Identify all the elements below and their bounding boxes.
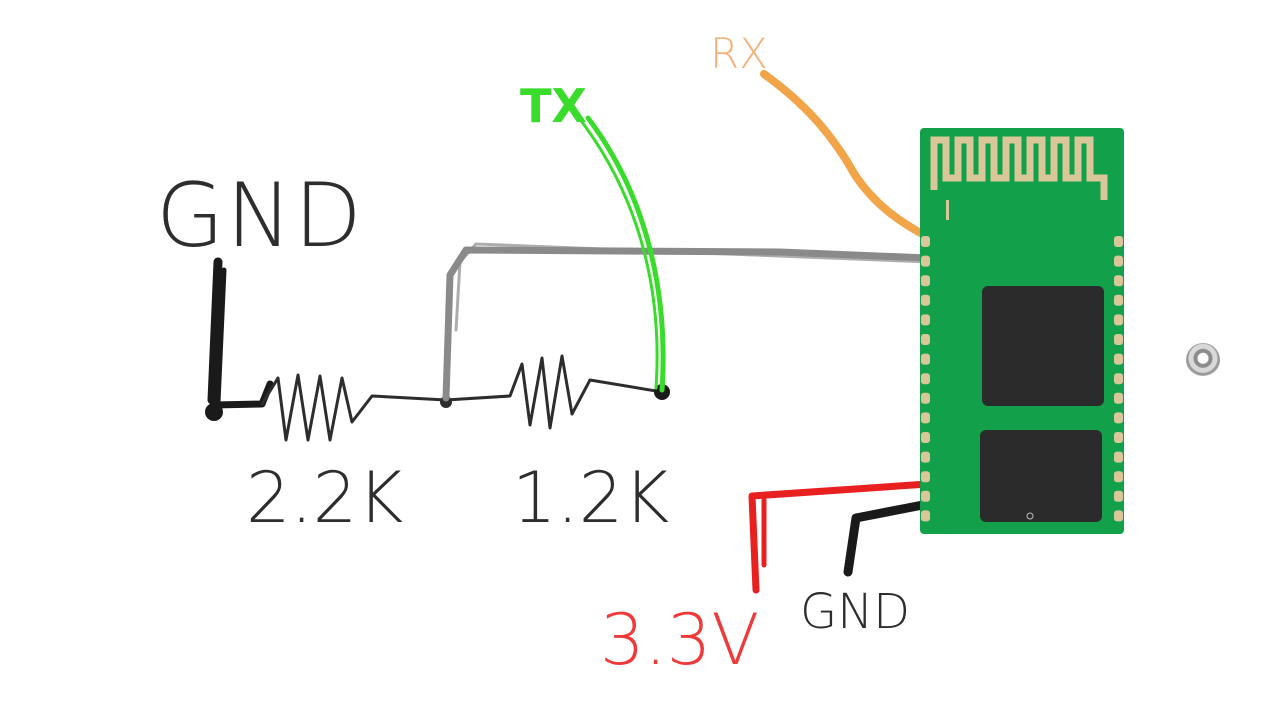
module-pad: [1114, 471, 1123, 483]
rx-wire: [760, 70, 930, 240]
gnd-wire-module: [843, 499, 933, 577]
module-pad: [921, 392, 930, 404]
module-pad: [1114, 432, 1123, 443]
label-r1: 2.2K: [246, 457, 403, 539]
module-pad: [921, 294, 930, 306]
module-pad: [921, 275, 930, 287]
module-pad: [1114, 236, 1123, 247]
antenna-feed: [946, 200, 949, 220]
module-pad: [921, 432, 930, 443]
resistor-1k2: [444, 354, 664, 430]
label-supply: 3.3V: [600, 599, 759, 681]
module-pad: [1114, 255, 1123, 267]
gray-wire: [442, 242, 932, 402]
module-pad: [1114, 334, 1123, 345]
module-pad: [921, 236, 930, 247]
module-pad: [921, 510, 930, 522]
antenna-trace: [930, 136, 1108, 200]
module-pads-left: [921, 236, 930, 522]
tx-wire: [580, 115, 666, 393]
module-pad: [1114, 275, 1123, 287]
chip-marker: [1026, 512, 1034, 520]
module-pad: [921, 490, 930, 502]
module-pad: [1114, 373, 1123, 385]
module-chip-top: [982, 286, 1104, 406]
gnd-wire-left: [207, 257, 274, 409]
label-tx: TX: [520, 79, 587, 133]
module-pads-right: [1114, 236, 1123, 522]
module-pad: [921, 451, 930, 463]
module-pad: [1114, 294, 1123, 306]
power-wire: [748, 480, 932, 594]
module-pad: [921, 314, 930, 326]
module-pad: [1114, 451, 1123, 463]
module-pad: [921, 255, 930, 267]
module-pad: [1114, 353, 1123, 365]
label-gnd-left: GND: [156, 164, 364, 267]
module-pad: [921, 471, 930, 483]
label-gnd-module: GND: [800, 584, 910, 640]
module-pad: [921, 334, 930, 345]
label-rx: RX: [710, 29, 768, 78]
junction-dot-gnd: [205, 403, 223, 421]
bluetooth-module: [920, 128, 1124, 534]
module-pad: [1114, 392, 1123, 404]
module-pad: [921, 353, 930, 365]
resistor-2k2: [260, 373, 448, 442]
radio-knob-icon[interactable]: [1186, 343, 1220, 377]
module-chip-bottom: [980, 430, 1102, 522]
module-pad: [921, 412, 930, 424]
module-pad: [1114, 490, 1123, 502]
module-pad: [1114, 510, 1123, 522]
module-pad: [1114, 314, 1123, 326]
label-r2: 1.2K: [512, 457, 669, 539]
module-pad: [921, 373, 930, 385]
module-pad: [1114, 412, 1123, 424]
